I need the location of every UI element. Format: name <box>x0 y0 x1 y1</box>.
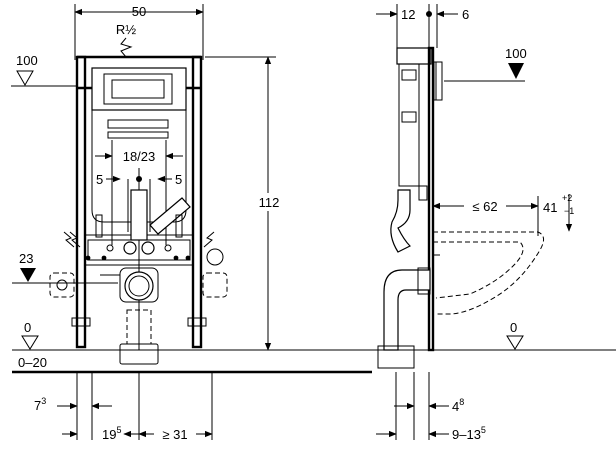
drain-min-label: ≥ 31 <box>162 427 187 442</box>
side-height-mark-100-label: 100 <box>505 46 527 61</box>
socket-right-box <box>202 272 228 298</box>
toilet-bowl-inner <box>433 241 524 299</box>
frame-left-post <box>75 55 87 349</box>
side-drain-elbow <box>383 269 431 351</box>
depth-center-point <box>426 11 432 17</box>
side-drain-socket <box>377 345 415 369</box>
side-floor-marker <box>506 335 524 350</box>
right-offset-label: 5 <box>175 172 182 187</box>
left-offset-label: 5 <box>96 172 103 187</box>
side-frame-post <box>427 46 435 352</box>
supply-pipe-symbol <box>120 37 133 58</box>
height-marker-23 <box>20 268 36 282</box>
side-clip <box>418 185 428 201</box>
side-cistern-top <box>396 47 432 65</box>
bolt-1 <box>106 244 114 252</box>
flush-plate-side <box>433 61 443 101</box>
cistern-detail-2 <box>107 131 169 139</box>
drain-pipe <box>126 309 152 345</box>
width-label: 50 <box>132 4 146 19</box>
side-detail-1 <box>401 69 417 81</box>
drain-connector <box>417 267 431 295</box>
support-right <box>175 214 183 238</box>
side-view: 12 6 100 ≤ 62 41 +2 −1 <box>376 4 574 442</box>
wall-range-label: 9–135 <box>452 425 486 442</box>
side-cistern-body <box>398 63 420 187</box>
foot-offset-label: 73 <box>34 396 46 413</box>
floor-range-label: 0–20 <box>18 355 47 370</box>
front-view: 50 R½ 100 18/23 5 5 <box>11 4 616 442</box>
bowl-length-label: ≤ 62 <box>472 199 497 214</box>
fixing-point-4 <box>185 255 191 261</box>
thread-label: R½ <box>116 22 136 37</box>
flush-plate-opening <box>103 73 173 105</box>
flush-pipe-angled <box>149 197 191 235</box>
height-mark-100-label: 100 <box>16 53 38 68</box>
height-mark-23-label: 23 <box>19 251 33 266</box>
side-foot-offset-label: 48 <box>452 397 464 414</box>
height-marker-100 <box>16 70 34 87</box>
height-label-bg <box>252 193 286 211</box>
foot-right-plate <box>187 317 207 327</box>
socket-left <box>56 279 68 291</box>
seat-height-label: 41 <box>543 200 557 215</box>
side-detail-2 <box>401 111 417 123</box>
depth-6-label: 6 <box>462 7 469 22</box>
socket-left-box <box>49 272 75 298</box>
fixing-point-3 <box>173 255 179 261</box>
cistern-detail-1 <box>107 119 169 129</box>
electric-symbol-right <box>203 231 215 248</box>
side-height-marker-100 <box>508 63 524 79</box>
socket-right <box>206 248 224 266</box>
bolt-2 <box>164 244 172 252</box>
frame-right-post <box>191 55 203 349</box>
floor-mark-label: 0 <box>24 320 31 335</box>
water-inlet-right <box>141 241 155 255</box>
connection-panel <box>87 239 191 261</box>
center-point <box>136 176 142 182</box>
floor-marker <box>21 335 39 350</box>
depth-12-label: 12 <box>401 7 415 22</box>
bowl-length-bg <box>464 196 506 212</box>
water-inlet-left <box>123 241 137 255</box>
height-label: 112 <box>259 195 280 210</box>
fixing-point-1 <box>85 255 91 261</box>
support-left <box>95 214 103 238</box>
drain-min-bg <box>154 424 196 440</box>
side-flush-bend <box>390 189 412 253</box>
toilet-bowl-outline <box>433 231 544 315</box>
electric-symbol-left-2 <box>69 231 81 248</box>
drain-offset-label: 195 <box>102 425 121 442</box>
drain-inner <box>128 275 150 297</box>
flush-plate-inner <box>111 79 165 99</box>
drain-bracket <box>119 267 159 303</box>
seat-tol-plus: +2 <box>562 193 572 203</box>
electric-symbol-left <box>63 231 75 248</box>
cistern-top <box>91 67 187 111</box>
fixing-point-2 <box>101 255 107 261</box>
flush-valve <box>130 189 148 241</box>
drain-socket <box>119 343 159 365</box>
side-floor-mark-label: 0 <box>510 320 517 335</box>
foot-left-plate <box>71 317 91 327</box>
spacing-label: 18/23 <box>123 149 156 164</box>
